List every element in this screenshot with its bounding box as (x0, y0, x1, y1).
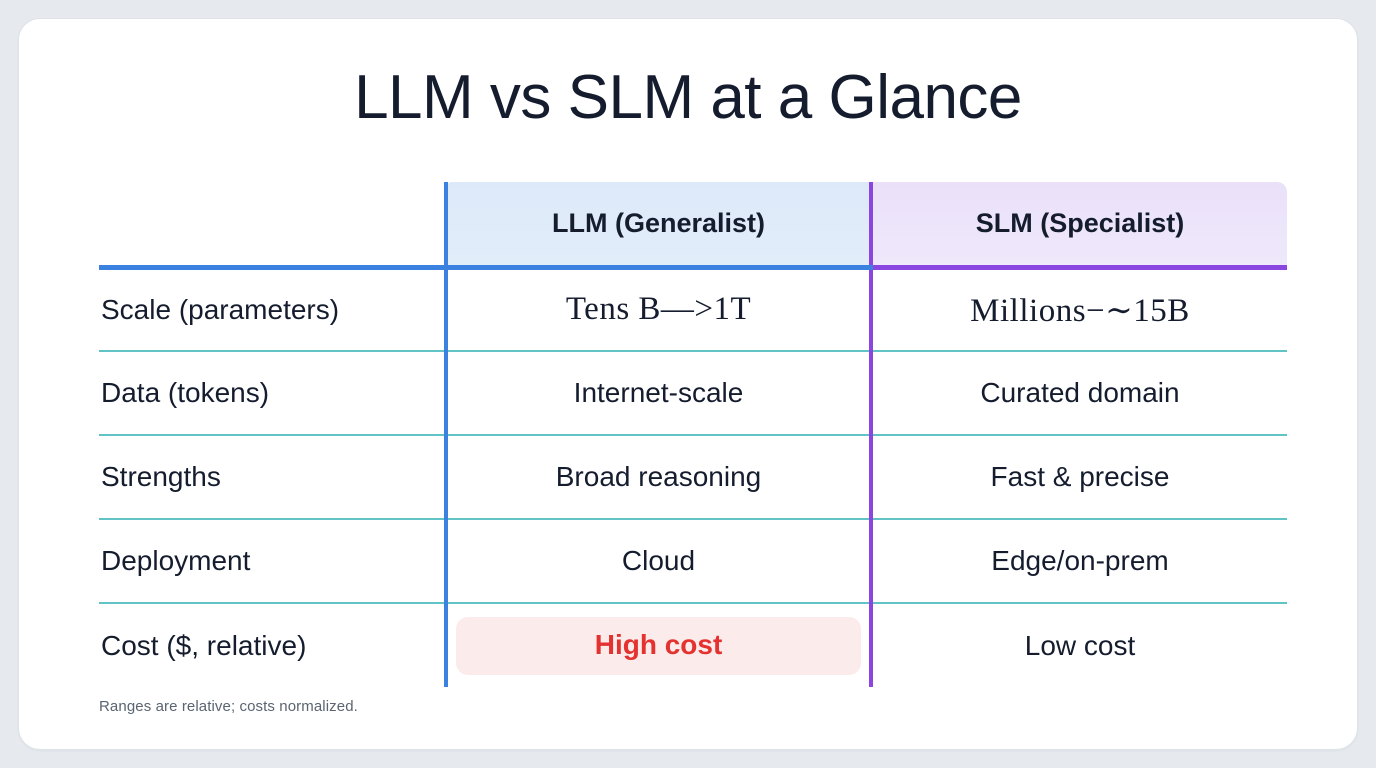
table-row: Scale (parameters) Tens B—>1T Millions−∼… (99, 267, 1287, 352)
row-value-llm-text: Tens B—>1T (565, 291, 752, 328)
table-row: Data (tokens) Internet-scale Curated dom… (99, 351, 1287, 436)
row-value-llm: Tens B—>1T (444, 267, 871, 352)
row-label: Cost ($, relative) (101, 629, 307, 661)
row-value-slm: Millions−∼15B (869, 267, 1287, 352)
info-card: LLM vs SLM at a Glance LLM (Generalist) … (18, 18, 1358, 750)
row-label: Data (tokens) (99, 351, 446, 436)
page-title: LLM vs SLM at a Glance (354, 63, 1022, 132)
row-label: Deployment (99, 519, 446, 604)
table-header-row: LLM (Generalist) SLM (Specialist) (99, 182, 1287, 270)
row-value-llm: Cloud (444, 519, 871, 604)
row-value-slm: Fast & precise (869, 435, 1287, 520)
comparison-table-container: LLM (Generalist) SLM (Specialist) Scale … (99, 182, 1287, 687)
table-header: LLM (Generalist) SLM (Specialist) (99, 182, 1287, 270)
row-value-llm: Internet-scale (444, 351, 871, 436)
row-value-slm: Low cost (869, 603, 1287, 687)
row-label: Strengths (99, 435, 446, 520)
row-value-slm: Curated domain (869, 351, 1287, 436)
high-cost-badge: High cost (456, 616, 861, 675)
column-header-label (99, 182, 446, 270)
table-row: Deployment Cloud Edge/on-prem (99, 519, 1287, 604)
table-row: Strengths Broad reasoning Fast & precise (99, 435, 1287, 520)
row-value-llm: Broad reasoning (444, 435, 871, 520)
row-value-slm-text: Millions−∼15B (970, 292, 1190, 329)
row-label: Scale (parameters) (99, 267, 446, 352)
table-row: Cost ($, relative) High cost Low cost (99, 603, 1287, 687)
row-value-slm: Edge/on-prem (869, 519, 1287, 604)
column-header-slm: SLM (Specialist) (869, 182, 1287, 270)
column-header-llm: LLM (Generalist) (444, 182, 871, 270)
row-value-llm: High cost (444, 603, 871, 687)
table-body: Scale (parameters) Tens B—>1T Millions−∼… (99, 267, 1287, 687)
comparison-table: LLM (Generalist) SLM (Specialist) Scale … (99, 182, 1287, 687)
footnote: Ranges are relative; costs normalized. (99, 698, 358, 715)
